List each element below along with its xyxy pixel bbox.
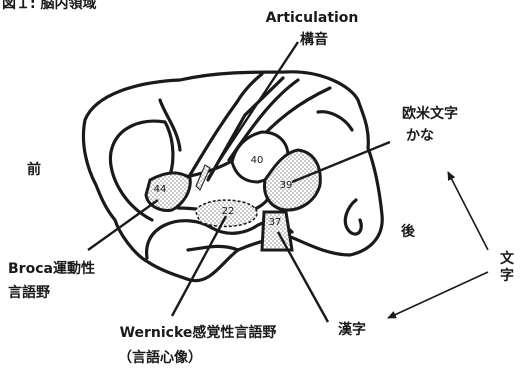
label-wernicke-line1: Wernicke感覚性言語野 <box>120 324 277 341</box>
area-39-number: 39 <box>280 180 293 191</box>
area-22-number: 22 <box>222 206 235 217</box>
occipital-loop <box>345 200 361 234</box>
label-broca-line2: 言語野 <box>8 284 50 301</box>
label-articulation: Articulation <box>266 10 359 26</box>
label-western-script-line1: 欧米文字 <box>402 105 458 122</box>
figure-title: 図１: 脳内領域 <box>2 0 96 12</box>
label-broca-line1: Broca運動性 <box>8 260 95 277</box>
label-western-script-line2: かな <box>406 128 434 144</box>
label-moji-line2: 字 <box>500 267 514 284</box>
moji-double-arrow <box>388 172 488 318</box>
label-back: 後 <box>401 223 416 240</box>
frontal-upper-sulcus <box>160 100 180 150</box>
pointer-kanji <box>278 232 328 322</box>
area-44-number: 44 <box>154 184 167 195</box>
brain-outline <box>83 72 382 281</box>
label-front: 前 <box>27 161 41 178</box>
area-40-number: 40 <box>251 155 264 166</box>
pointer-wernicke <box>172 216 226 316</box>
area-37-number: 37 <box>269 217 282 228</box>
label-wernicke-line2: （言語心像） <box>118 349 202 366</box>
parietal-sulcus <box>318 112 352 130</box>
label-koson: 構音 <box>300 31 328 48</box>
temporal-inner-fold <box>188 246 238 250</box>
pointer-lines <box>88 42 390 322</box>
label-moji-line1: 文 <box>500 250 515 267</box>
label-kanji: 漢字 <box>338 321 366 338</box>
